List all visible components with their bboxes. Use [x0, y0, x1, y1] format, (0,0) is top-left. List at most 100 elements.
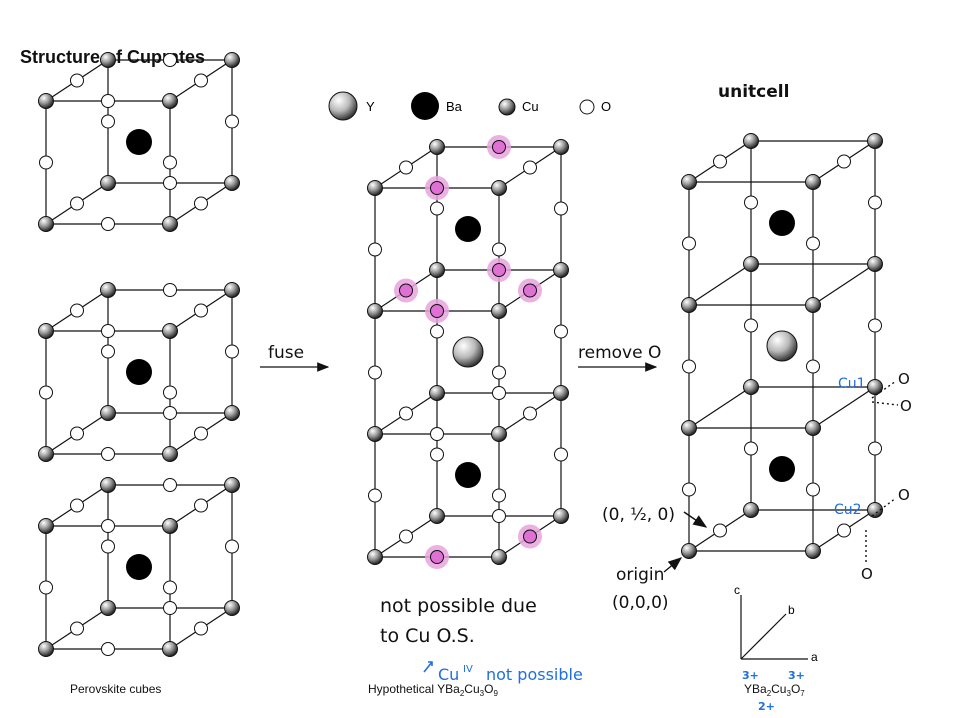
cu-atom: [38, 518, 54, 534]
cu-atom: [429, 262, 445, 278]
legend-ba-sphere: [411, 92, 439, 120]
fuse-arrow: fuse: [260, 343, 330, 372]
oxidation-cu: 3+: [788, 669, 805, 682]
note-not-possible-line2: to Cu O.S.: [380, 625, 475, 647]
ybco-unit-cell: [681, 133, 883, 559]
o-atom: [101, 447, 115, 461]
o-atom: [430, 447, 444, 462]
o-atom: [163, 176, 177, 190]
o-atom: [868, 441, 882, 456]
axis-b-label: b: [788, 603, 795, 617]
o-atom: [101, 344, 115, 359]
cu-atom: [805, 297, 821, 313]
o-atom: [430, 324, 444, 339]
o-atom: [225, 539, 239, 554]
axis-c-label: c: [734, 583, 740, 597]
o-atom: [682, 482, 696, 497]
o-atom: [430, 550, 444, 564]
o-atom: [492, 263, 506, 277]
legend: Y Ba Cu O: [328, 91, 611, 121]
o-atom: [101, 539, 115, 554]
lattice-edge: [812, 263, 876, 306]
cu-atom: [224, 175, 240, 191]
cu-atom: [743, 256, 759, 272]
o-atom: [523, 529, 537, 544]
o-atom: [868, 318, 882, 333]
fuse-label: fuse: [268, 343, 304, 363]
o-atom: [101, 114, 115, 129]
o-atom: [806, 359, 820, 374]
cu1-o-lower-label: O: [900, 397, 912, 415]
o-atom: [194, 73, 208, 88]
cu-atom: [553, 262, 569, 278]
cu-atom: [553, 139, 569, 155]
ba-atom: [126, 129, 152, 155]
o-atom: [399, 283, 413, 298]
o-atom: [101, 217, 115, 231]
legend-o-sphere: [579, 99, 595, 115]
o-atom: [70, 73, 84, 88]
cu-atom: [867, 256, 883, 272]
oxidation-y: 3+: [742, 669, 759, 682]
o-atom: [194, 196, 208, 211]
cu-atom: [553, 385, 569, 401]
o-atom: [713, 523, 727, 538]
legend-o-label: O: [601, 99, 611, 114]
cu-atom: [224, 405, 240, 421]
o-atom: [194, 621, 208, 636]
o-atom: [163, 53, 177, 67]
o-atom: [868, 195, 882, 210]
cu-atom: [743, 502, 759, 518]
y-atom: [452, 336, 484, 368]
cu2-o-upper-label: O: [898, 486, 910, 504]
caption-perovskite: Perovskite cubes: [70, 682, 161, 696]
o-atom: [163, 385, 177, 400]
o-atom: [101, 519, 115, 533]
crystal-axes: c a b: [734, 583, 818, 664]
cu-iv-note: Cu IV not possible: [423, 661, 583, 684]
o-atom: [523, 406, 537, 421]
perovskite-cube-bottom: [38, 477, 240, 657]
cu1-label: Cu1: [838, 376, 866, 392]
cu1-o-upper-label: O: [898, 370, 910, 388]
perovskite-cube-top: [38, 52, 240, 232]
ba-atom: [769, 456, 795, 482]
cu-atom: [224, 600, 240, 616]
o-atom: [837, 523, 851, 538]
cu-iv-symbol: Cu: [438, 665, 459, 684]
o-atom: [225, 114, 239, 129]
lattice-edge: [688, 263, 752, 306]
cu-atom: [491, 549, 507, 565]
legend-y-label: Y: [366, 99, 375, 114]
legend-cu-label: Cu: [522, 99, 539, 114]
cu-atom: [367, 549, 383, 565]
cu2-annotation: Cu2 O O: [834, 486, 910, 583]
cu-atom: [38, 446, 54, 462]
o-atom: [837, 154, 851, 169]
cu-atom: [162, 323, 178, 339]
unitcell-label: unitcell: [718, 82, 789, 102]
o-atom: [744, 195, 758, 210]
cu-atom: [429, 385, 445, 401]
o-atom: [101, 642, 115, 656]
legend-cu-sphere: [498, 98, 516, 116]
cu-atom: [805, 420, 821, 436]
cu-atom: [162, 93, 178, 109]
oxidation-ba: 2+: [758, 700, 775, 713]
legend-y-sphere: [328, 91, 358, 121]
cu2-o-lower-label: O: [861, 565, 873, 583]
cu-atom: [162, 216, 178, 232]
o-atom: [163, 580, 177, 595]
o-atom: [368, 242, 382, 257]
o-atom: [492, 509, 506, 523]
ba-atom: [126, 554, 152, 580]
o-atom: [101, 324, 115, 338]
o-atom: [399, 406, 413, 421]
cu-atom: [224, 282, 240, 298]
cu-atom: [867, 502, 883, 518]
cu-atom: [100, 405, 116, 421]
o-atom: [194, 426, 208, 441]
perovskite-cube-middle: [38, 282, 240, 462]
o-atom: [70, 426, 84, 441]
